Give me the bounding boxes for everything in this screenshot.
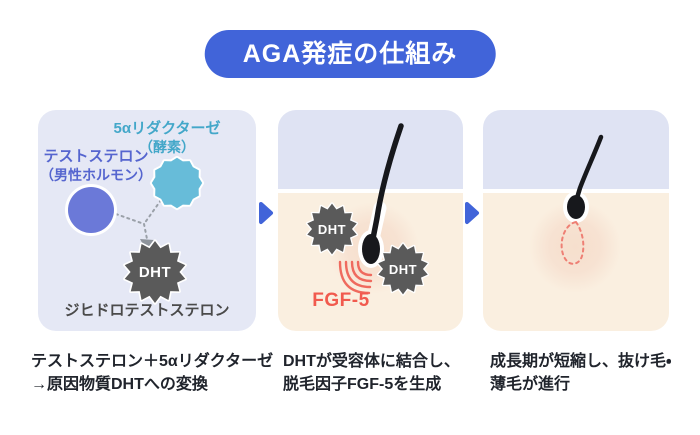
dht-badge-text: DHT: [317, 221, 347, 237]
reductase-label-sub: （酵素）: [139, 138, 195, 155]
panel-dht-conversion: 5αリダクターゼ （酵素） テストステロン （男性ホルモン） DHT ジヒドロテ…: [38, 110, 256, 331]
flow-arrow-icon: [259, 202, 273, 224]
testosterone-label-sub: （男性ホルモン）: [40, 166, 152, 183]
dht-full-name-label: ジヒドロテストステロン: [64, 302, 230, 319]
dht-badge-text: DHT: [388, 261, 418, 277]
reductase-enzyme-icon: [149, 155, 205, 211]
testosterone-label: テストステロン （男性ホルモン）: [40, 148, 152, 184]
caption-step-1: テストステロン＋5αリダクターゼ →原因物質DHTへの変換: [31, 350, 273, 396]
dht-molecule-icon: DHT: [122, 239, 188, 305]
panel-fgf5-generation: DHT DHT FGF-5: [278, 110, 463, 331]
testosterone-label-main: テストステロン: [43, 148, 149, 165]
reductase-label-main: 5αリダクターゼ: [113, 120, 221, 137]
reductase-label: 5αリダクターゼ （酵素）: [97, 120, 237, 156]
testosterone-molecule-icon: [68, 187, 114, 233]
caption-line: 薄毛が進行: [490, 376, 571, 393]
caption-line: 成長期が短縮し、抜け毛・: [490, 353, 672, 370]
fgf5-signal-waves-icon: [338, 260, 373, 295]
caption-line: DHTが受容体に結合し、: [283, 353, 460, 370]
page-title: AGA発症の仕組み: [204, 30, 496, 78]
scalp-surface-background: [278, 110, 463, 189]
caption-line: 脱毛因子FGF-5を生成: [283, 376, 442, 393]
panel-hair-loss-progression: [483, 110, 669, 331]
scalp-surface-background: [483, 110, 669, 189]
flow-arrow-icon: [465, 202, 479, 224]
hair-follicle-graphic: [338, 123, 404, 295]
caption-step-2: DHTが受容体に結合し、 脱毛因子FGF-5を生成: [283, 350, 460, 396]
dht-molecule-icon: DHT: [376, 242, 430, 296]
caption-line: テストステロン＋5αリダクターゼ: [31, 353, 274, 370]
lost-follicle-outline-icon: [560, 220, 585, 265]
fgf5-label: FGF-5: [312, 290, 370, 311]
dht-molecule-icon: DHT: [305, 202, 359, 256]
dht-badge-text: DHT: [138, 263, 172, 281]
caption-line: →原因物質DHTへの変換: [31, 376, 208, 393]
shrunken-follicle-graphic: [560, 134, 604, 265]
caption-step-3: 成長期が短縮し、抜け毛・ 薄毛が進行: [490, 350, 671, 396]
